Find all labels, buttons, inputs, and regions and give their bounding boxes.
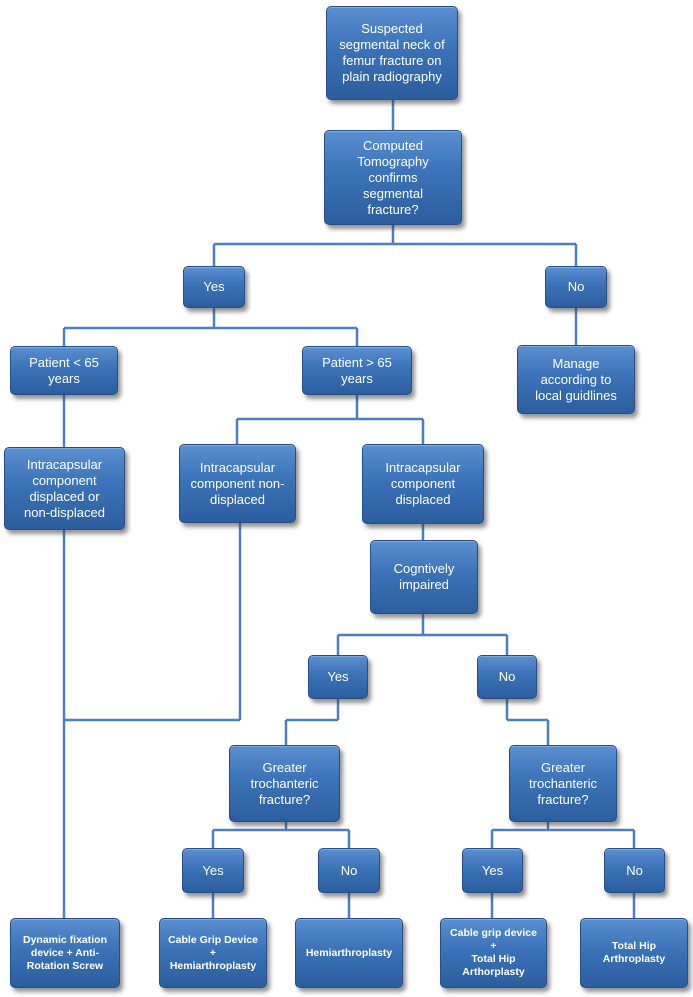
node-cognitively-impaired: Cogntively impaired (370, 540, 478, 614)
node-yes-gt-right: Yes (462, 848, 523, 893)
node-label: Cable grip device + Total Hip Arthorplas… (450, 927, 537, 978)
node-label: Suspected segmental neck of femur fractu… (339, 21, 445, 84)
node-outcome-cable-hemiarthroplasty: Cable Grip Device + Hemiarthroplasty (159, 918, 267, 988)
node-patient-under-65: Patient < 65 years (10, 346, 118, 395)
node-outcome-hemiarthroplasty: Hemiarthroplasty (295, 918, 403, 988)
node-label: Yes (203, 279, 225, 294)
node-no-gt-right: No (604, 848, 665, 893)
node-yes-ct: Yes (183, 266, 245, 308)
node-label: Cogntively impaired (393, 561, 455, 592)
node-intracapsular-either: Intracapsular component displaced or non… (4, 447, 125, 530)
node-label: Computed Tomography confirms segmental f… (357, 137, 429, 217)
node-label: Intracapsular component displaced or non… (24, 456, 105, 520)
node-label: No (567, 279, 585, 294)
node-intracapsular-non-displaced: Intracapsular component non- displaced (179, 444, 296, 523)
node-label: No (626, 862, 643, 878)
node-label: Intracapsular component displaced (385, 460, 461, 507)
node-manage-local: Manage according to local guidlines (517, 345, 635, 414)
node-no-gt-left: No (318, 848, 380, 893)
node-no-ct: No (545, 266, 607, 308)
node-label: Total Hip Arthroplasty (602, 940, 666, 965)
node-label: Yes (481, 862, 504, 878)
node-outcome-total-hip: Total Hip Arthroplasty (580, 918, 688, 988)
node-suspected-fracture: Suspected segmental neck of femur fractu… (326, 6, 458, 100)
node-yes-cognitive: Yes (308, 655, 368, 699)
node-label: Patient < 65 years (29, 354, 99, 386)
node-greater-trochanteric-left: Greater trochanteric fracture? (229, 745, 340, 822)
node-label: Patient > 65 years (322, 354, 392, 386)
node-label: Dynamic fixation device + Anti- Rotation… (22, 933, 108, 972)
node-label: Yes (202, 862, 224, 878)
node-intracapsular-displaced: Intracapsular component displaced (362, 444, 484, 524)
node-no-cognitive: No (477, 655, 537, 699)
node-label: Intracapsular component non- displaced (190, 459, 285, 507)
node-label: Hemiarthroplasty (305, 946, 393, 959)
node-label: No (498, 669, 516, 684)
node-label: Greater trochanteric fracture? (250, 759, 319, 807)
node-label: Greater trochanteric fracture? (529, 759, 597, 807)
node-outcome-cable-total-hip: Cable grip device + Total Hip Arthorplas… (440, 918, 547, 988)
node-label: Yes (327, 669, 349, 684)
node-label: Cable Grip Device + Hemiarthroplasty (168, 933, 258, 972)
node-greater-trochanteric-right: Greater trochanteric fracture? (509, 745, 617, 822)
node-yes-gt-left: Yes (182, 848, 244, 893)
node-label: No (340, 862, 358, 878)
node-ct-confirms: Computed Tomography confirms segmental f… (324, 130, 462, 225)
node-patient-over-65: Patient > 65 years (302, 346, 412, 395)
node-label: Manage according to local guidlines (535, 355, 617, 403)
node-outcome-dynamic-fixation: Dynamic fixation device + Anti- Rotation… (10, 918, 120, 988)
